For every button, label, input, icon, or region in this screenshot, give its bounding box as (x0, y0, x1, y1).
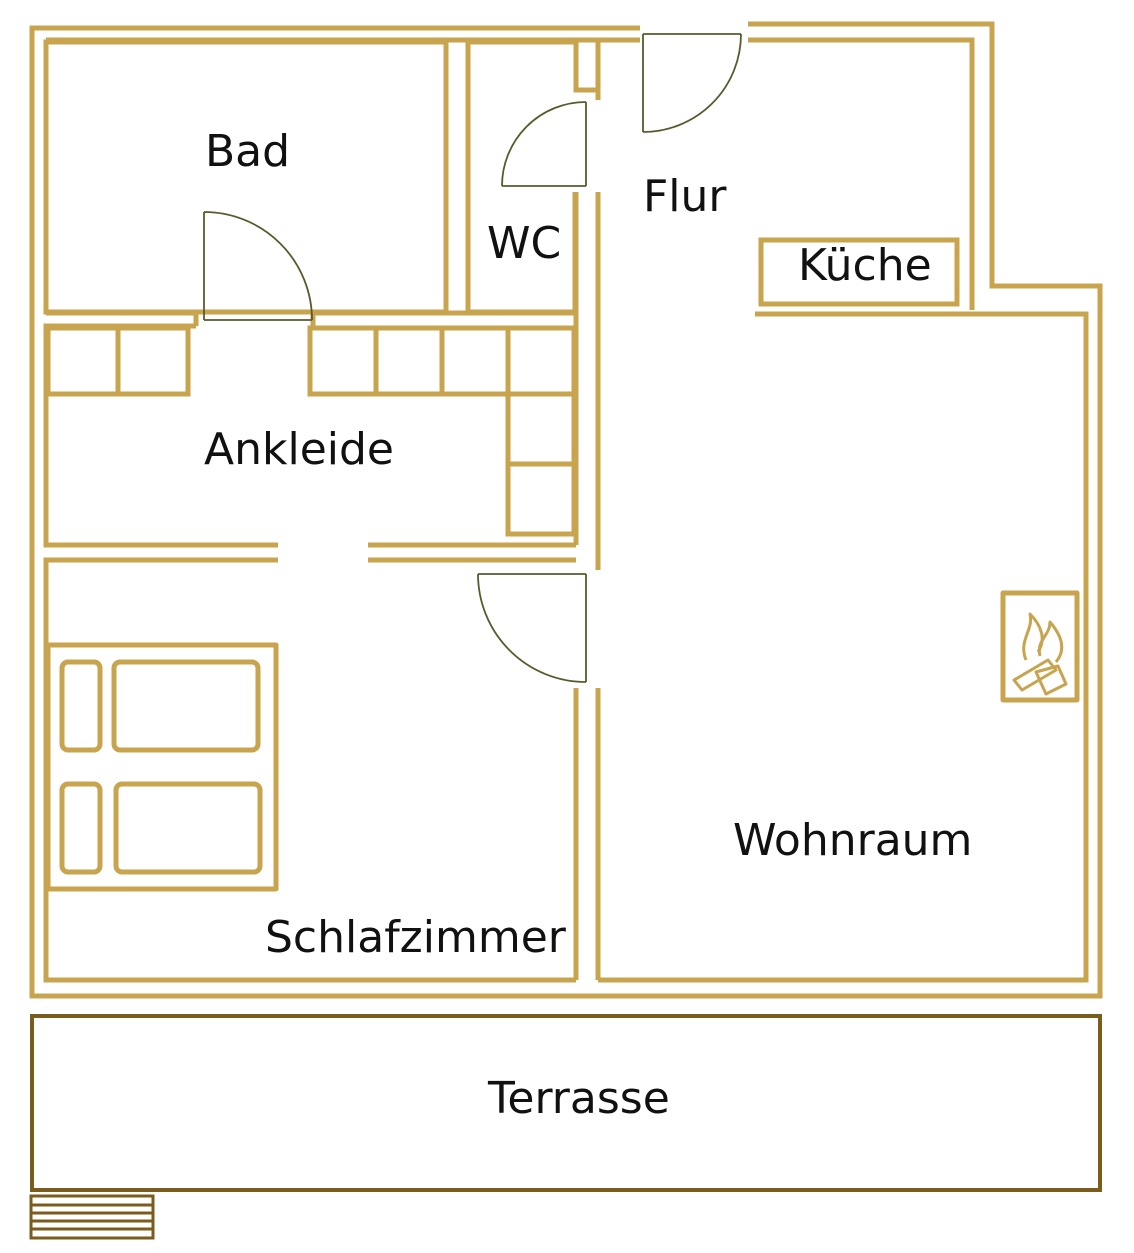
room-label-wohnraum: Wohnraum (733, 815, 972, 866)
room-schlafzimmer: Schlafzimmer (43, 557, 576, 983)
room-label-ankleide: Ankleide (204, 424, 394, 475)
room-label-schlafzimmer: Schlafzimmer (265, 912, 567, 963)
room-label-wc: WC (487, 218, 561, 269)
room-label-kueche: Küche (798, 240, 932, 291)
double-bed (45, 642, 279, 892)
terrace: Terrasse (30, 1014, 1102, 1192)
fireplace-icon (1000, 590, 1080, 703)
door-schlafzimmer (477, 573, 587, 683)
room-bad: Bad (43, 39, 449, 315)
door-wc (501, 101, 587, 187)
corridor-walls (573, 42, 601, 980)
door-bad (203, 211, 313, 321)
door-entrance (642, 33, 742, 133)
stairs-icon (29, 1194, 155, 1240)
room-wohnraum: Wohnraum (598, 311, 1089, 983)
room-label-bad: Bad (205, 126, 290, 177)
room-label-flur: Flur (643, 171, 727, 222)
room-ankleide: Ankleide (43, 310, 577, 548)
room-label-terrasse: Terrasse (487, 1073, 670, 1124)
room-kueche: Küche (758, 237, 960, 307)
